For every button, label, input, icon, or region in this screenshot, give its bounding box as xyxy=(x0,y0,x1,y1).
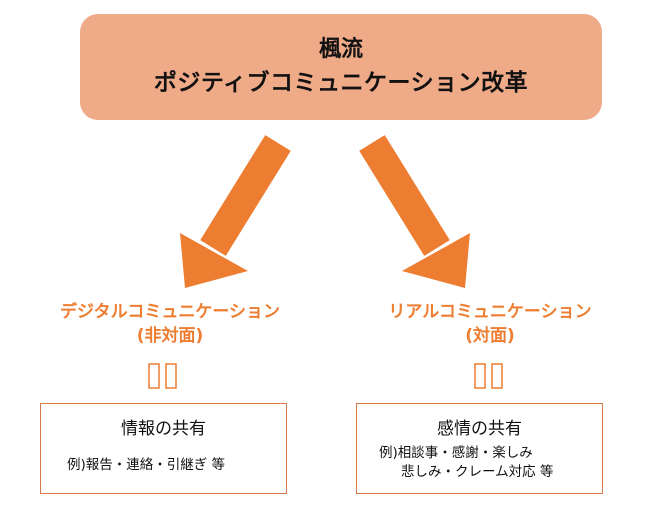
title-line-2: ポジティブコミュニケーション改革 xyxy=(153,70,529,96)
arrows xyxy=(180,135,470,288)
left-branch-label-line-2: (非対面) xyxy=(136,326,204,346)
left-branch-label: デジタルコミュニケーション (非対面) xyxy=(20,300,320,348)
right-branch-label-line-1: リアルコミュニケーション xyxy=(388,302,592,322)
right-arrow xyxy=(359,135,470,288)
emotion-sharing-example-line-2: 悲しみ・クレーム対応 等 xyxy=(401,464,554,480)
right-branch-label: リアルコミュニケーション (対面) xyxy=(345,300,635,348)
title-line-1: 楓流 xyxy=(318,37,363,62)
information-sharing-box: 情報の共有 例)報告・連絡・引継ぎ 等 xyxy=(40,403,287,494)
right-equals-mark xyxy=(474,363,503,389)
left-branch-label-line-1: デジタルコミュニケーション xyxy=(60,302,280,322)
information-sharing-title: 情報の共有 xyxy=(121,419,206,439)
emotion-sharing-example-line-1: 例)相談事・感謝・楽しみ xyxy=(379,445,533,461)
information-sharing-example: 例)報告・連絡・引継ぎ 等 xyxy=(67,457,226,473)
right-branch-label-line-2: (対面) xyxy=(465,326,515,346)
emotion-sharing-title: 感情の共有 xyxy=(437,419,522,439)
left-arrow xyxy=(180,135,291,288)
emotion-sharing-box: 感情の共有 例)相談事・感謝・楽しみ 悲しみ・クレーム対応 等 xyxy=(356,403,603,494)
left-equals-mark xyxy=(148,363,177,389)
title-box: 楓流 ポジティブコミュニケーション改革 xyxy=(80,14,602,120)
